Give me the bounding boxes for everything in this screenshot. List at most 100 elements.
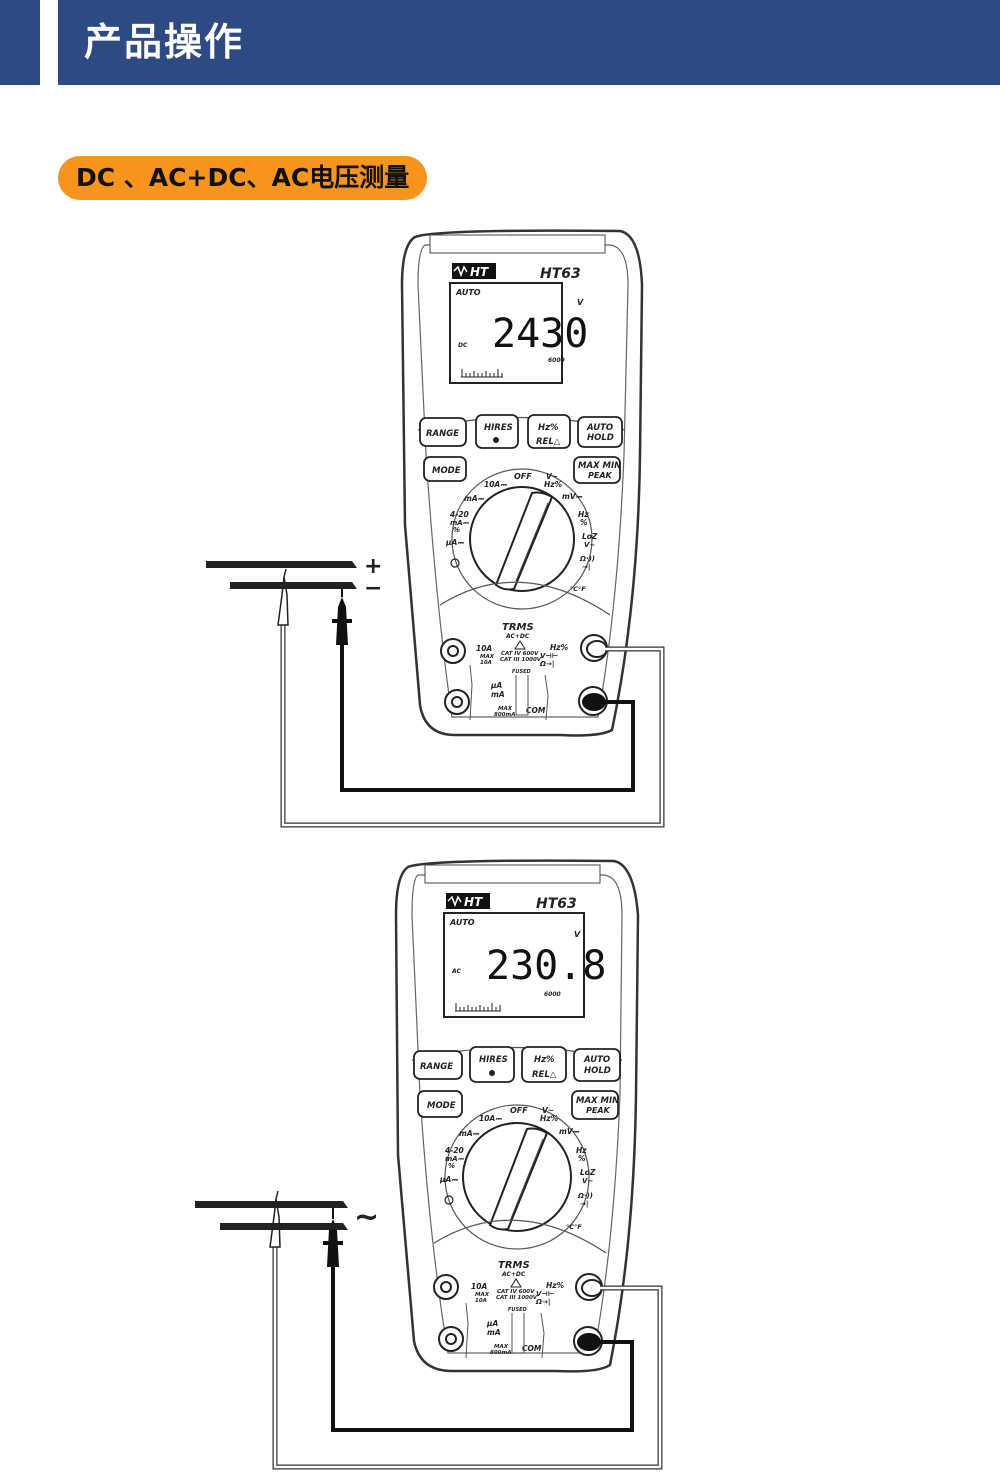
svg-text:Ω·)): Ω·)) [579,555,595,563]
header-bar [58,0,1000,85]
svg-text:10A⎓: 10A⎓ [479,1114,502,1123]
svg-text:Ω→|: Ω→| [539,660,554,669]
svg-text:800mA: 800mA [490,1350,511,1356]
brand-logo: HT [452,263,496,279]
model-label: HT63 [536,896,577,912]
lcd-reading: 2430 [492,311,588,357]
section-label: DC 、AC+DC、AC电压测量 [58,156,428,200]
mode-button [423,456,467,482]
figure-ac-measurement: HT HT63 AUTO V AC 230.8 6000 RANGE HIRES… [195,859,663,1470]
svg-text:mA: mA [491,690,505,699]
figure-dc-measurement: HT HT63 AUTO V DC 2430 6000 RANGE HIRES … [206,229,665,828]
svg-text:mV⎓: mV⎓ [559,1127,580,1136]
svg-text:800mA: 800mA [494,712,515,718]
svg-text:µA⎓: µA⎓ [445,538,464,547]
svg-text:REL△: REL△ [532,1070,557,1080]
svg-text:%: % [578,1154,586,1163]
svg-text:V~: V~ [582,1177,593,1185]
source-symbol-plus: + [364,554,382,579]
svg-text:AC+DC: AC+DC [501,1271,526,1278]
svg-text:CAT IV 600V: CAT IV 600V [497,1289,535,1295]
model-label: HT63 [540,266,581,282]
svg-text:4-20: 4-20 [445,1146,464,1155]
svg-text:MODE: MODE [432,466,461,476]
svg-text:FUSED: FUSED [508,1307,527,1313]
svg-text:AUTO: AUTO [449,918,475,927]
dc-source-busbars: + − [206,554,382,601]
svg-text:CAT III 1000V: CAT III 1000V [496,1295,538,1301]
svg-text:HIRES: HIRES [484,423,513,433]
lcd-display: AUTO V DC 2430 6000 [449,282,588,384]
rotary-dial: OFF 10A⎓ mA⎓ 4-20 mA⎓ % µA⎓ V~ Hz% mV⎓ H… [439,1104,596,1250]
svg-text:→|: →| [582,563,590,572]
svg-text:V⊣⊢: V⊣⊢ [540,652,558,660]
svg-text:10A: 10A [471,1282,487,1291]
maxmin-peak-button [571,1090,619,1120]
range-button [419,417,467,447]
svg-text:V⊣⊢: V⊣⊢ [536,1290,554,1298]
svg-text:CAT III 1000V: CAT III 1000V [500,657,542,663]
svg-text:mA⎓: mA⎓ [450,519,470,527]
svg-text:AC+DC: AC+DC [505,633,530,640]
jack-ua-ma [444,689,470,715]
jack-ua-ma [438,1326,464,1352]
svg-text:mA: mA [487,1328,501,1337]
svg-text:6000: 6000 [544,991,561,998]
hires-button [469,1046,515,1083]
svg-text:MAX MIN: MAX MIN [578,461,621,471]
svg-text:%: % [448,1162,455,1170]
svg-text:Hz%: Hz% [538,423,559,433]
svg-text:FUSED: FUSED [512,669,531,675]
svg-text:MODE: MODE [427,1101,456,1111]
lcd-mode-ac: AC [451,968,461,975]
svg-text:V: V [577,298,584,307]
svg-text:HIRES: HIRES [479,1055,508,1065]
svg-text:TRMS: TRMS [498,1260,530,1271]
jack-10a [433,1274,459,1300]
svg-text:RANGE: RANGE [426,429,459,439]
svg-text:10A: 10A [480,660,492,666]
svg-text:LoZ: LoZ [582,532,598,541]
test-leads [269,1190,663,1470]
svg-text:LoZ: LoZ [580,1168,596,1177]
lcd-reading: 230.8 [486,943,606,989]
svg-text:Hz: Hz [578,510,589,519]
svg-text:mA⎓: mA⎓ [445,1155,465,1163]
button-panel: RANGE HIRES Hz% REL△ AUTO HOLD MODE MAX … [417,414,626,484]
svg-text:OFF: OFF [510,1106,528,1115]
jack-10a [440,638,466,664]
mode-button [417,1090,463,1118]
lcd-mode-dc: DC [458,342,468,349]
svg-text:TRMS: TRMS [502,622,534,633]
svg-text:COM: COM [526,706,546,715]
auto-hold-button [573,1048,621,1082]
source-symbol-ac: ~ [354,1200,379,1235]
svg-text:PEAK: PEAK [588,471,613,480]
svg-text:OFF: OFF [514,472,532,481]
svg-text:V~: V~ [584,541,595,549]
svg-text:COM: COM [522,1344,542,1353]
svg-text:MAX: MAX [480,654,495,660]
svg-text:→|: →| [580,1200,588,1209]
svg-text:AUTO: AUTO [586,423,613,433]
svg-text:mA⎓: mA⎓ [464,494,485,503]
svg-text:Hz%: Hz% [534,1055,555,1065]
svg-text:RANGE: RANGE [420,1062,453,1072]
svg-text:V~: V~ [542,1106,554,1115]
hz-rel-button [521,1046,567,1083]
svg-text:4-20: 4-20 [450,510,469,519]
svg-text:µA⎓: µA⎓ [439,1175,458,1184]
header-accent-block [0,0,40,85]
maxmin-peak-button [573,456,621,484]
svg-text:Hz: Hz [576,1146,587,1155]
svg-text:AUTO: AUTO [583,1055,610,1065]
svg-text:HOLD: HOLD [584,1066,611,1076]
svg-text:Ω→|: Ω→| [535,1298,550,1307]
ac-source-busbars: ~ [195,1200,379,1235]
svg-text:V~: V~ [546,472,558,481]
hires-button [475,414,519,449]
svg-text:MAX: MAX [475,1292,490,1298]
svg-text:REL△: REL△ [536,437,561,447]
svg-text:%: % [453,526,460,534]
svg-text:HOLD: HOLD [587,433,614,443]
